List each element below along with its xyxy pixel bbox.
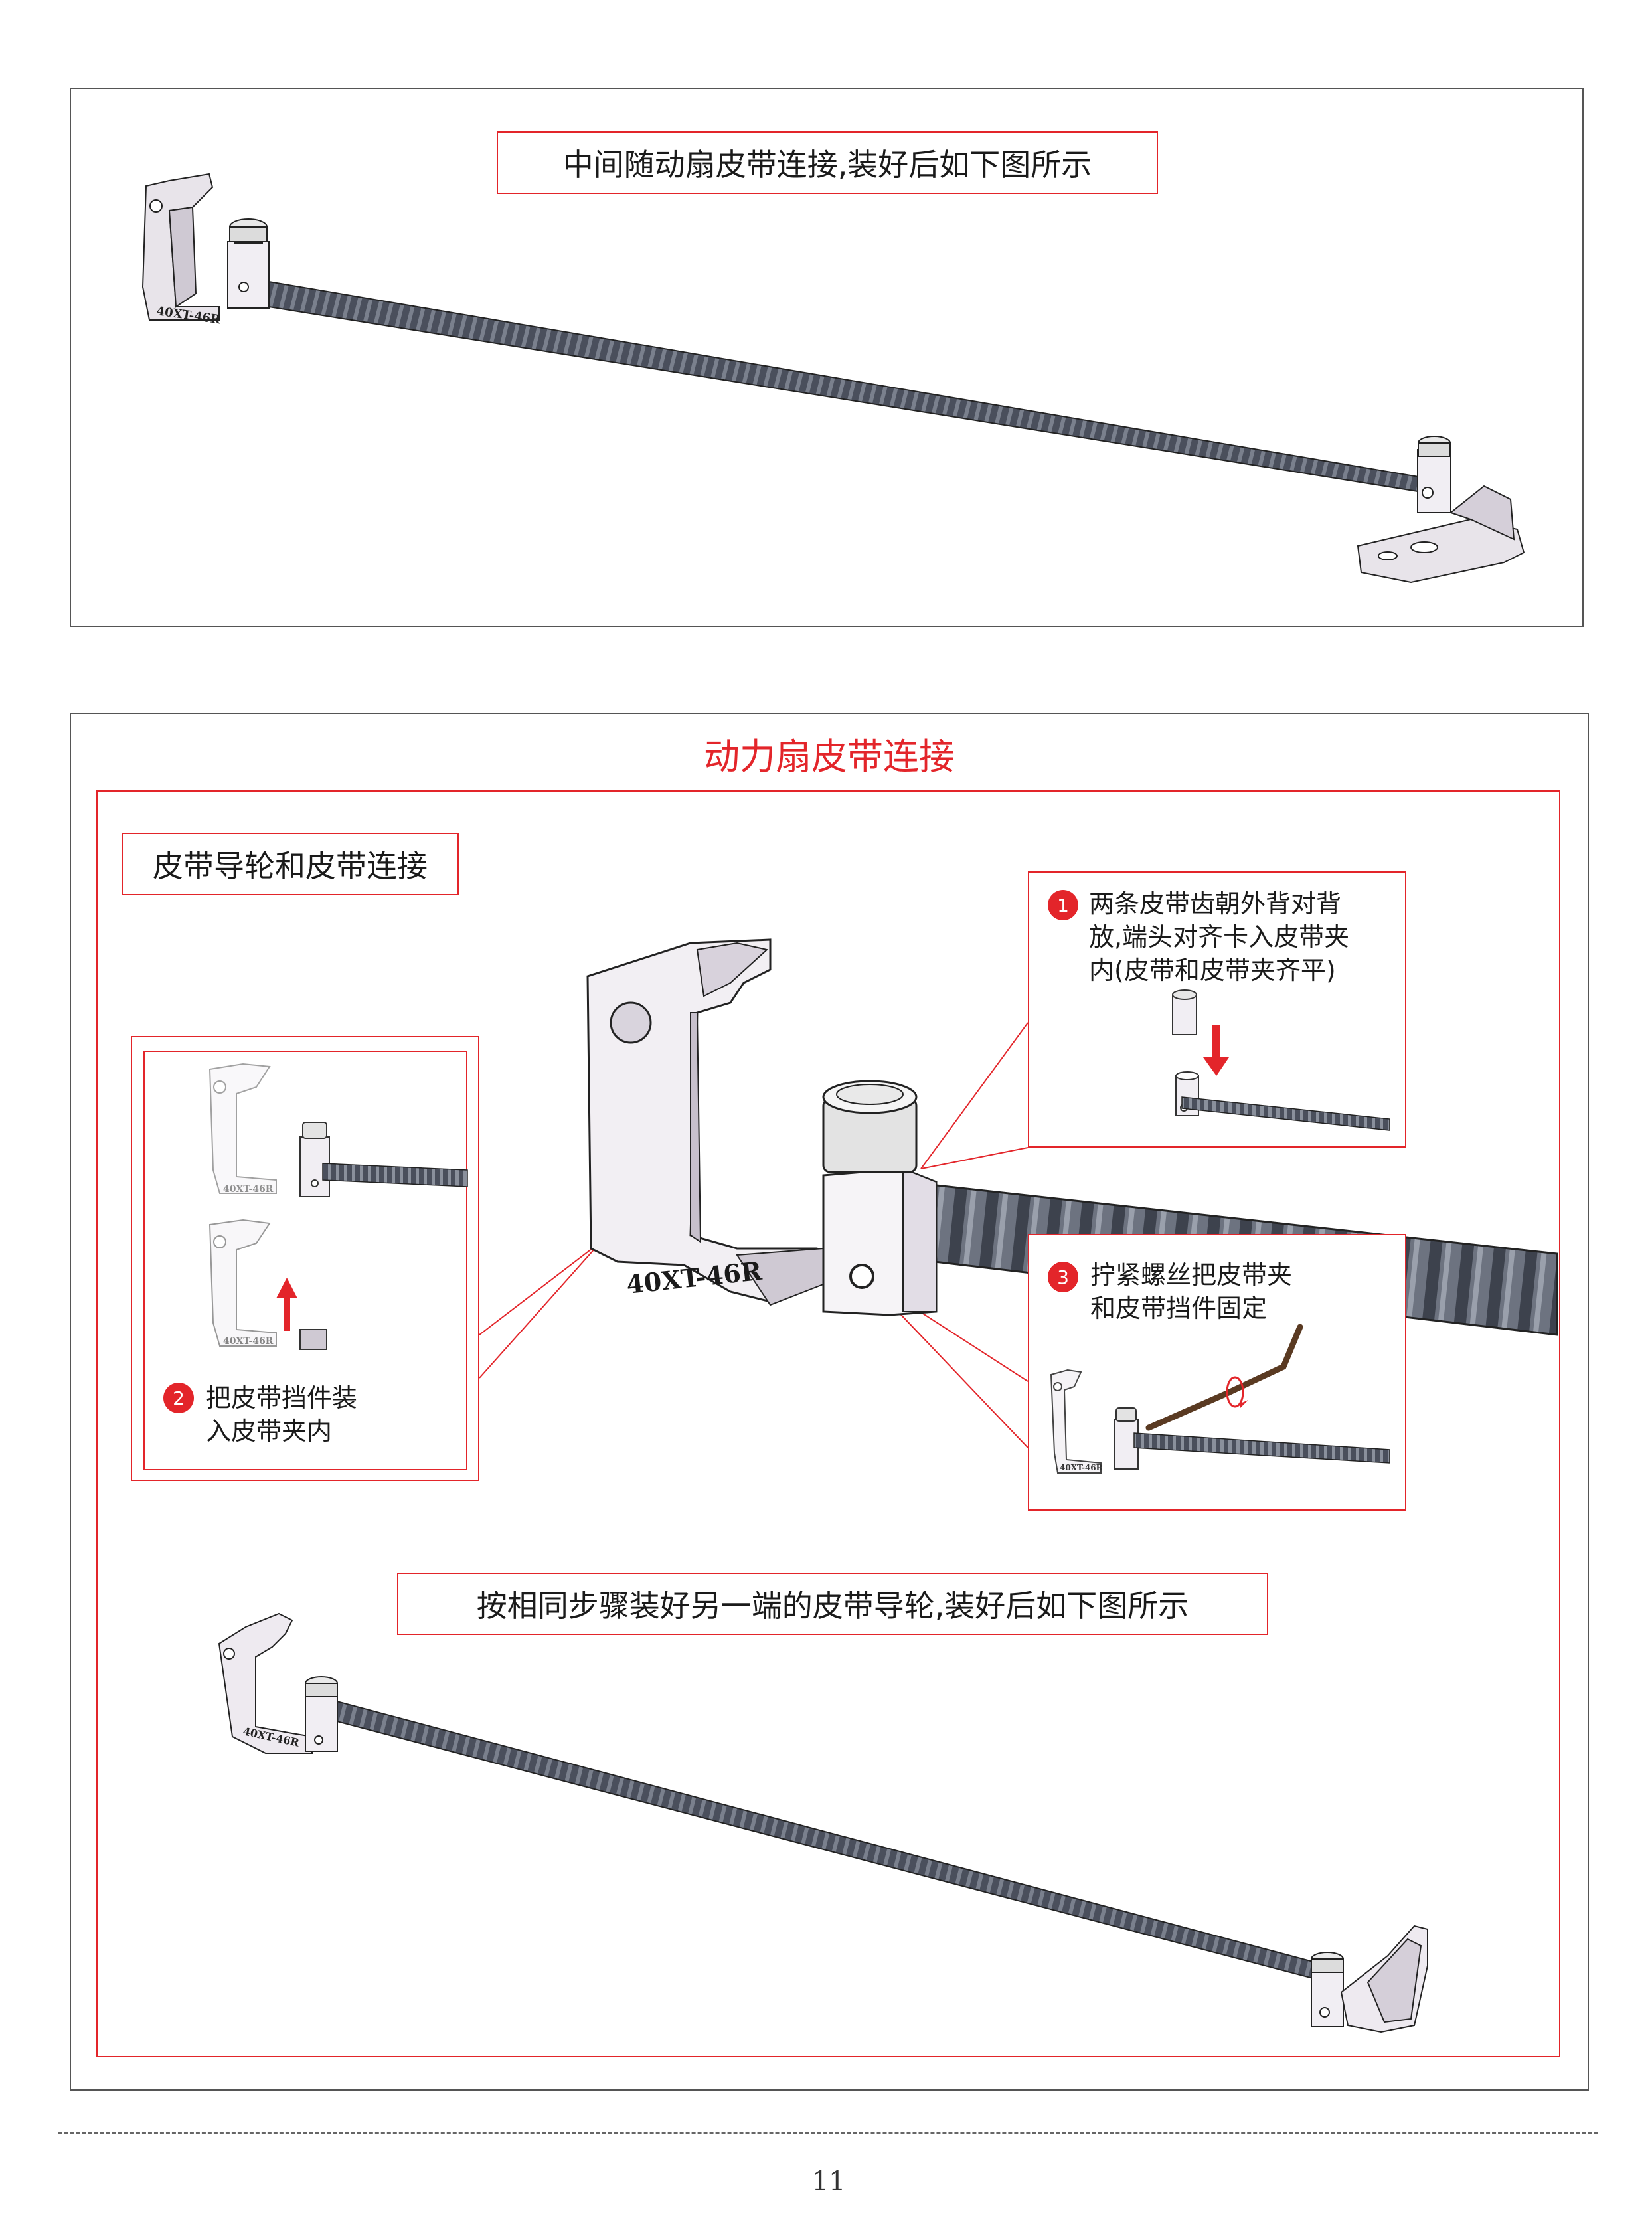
step2-illustration: 40XT-46R 40XT-46R bbox=[208, 1063, 468, 1350]
step2-code-2: 40XT-46R bbox=[223, 1336, 274, 1347]
step3-text: 拧紧螺丝把皮带夹 和皮带挡件固定 bbox=[1090, 1260, 1293, 1323]
step2-code-1: 40XT-46R bbox=[223, 1184, 274, 1195]
step1-text: 两条皮带齿朝外背对背 放,端头对齐卡入皮带夹 内(皮带和皮带夹齐平) bbox=[1089, 889, 1350, 985]
step1-number: 1 bbox=[1048, 890, 1078, 920]
step3-belt bbox=[1133, 1432, 1390, 1464]
step2-inner-box bbox=[143, 1051, 467, 1470]
step3-illustration: 40XT-46R bbox=[1050, 1324, 1390, 1474]
bottom-belt bbox=[331, 1699, 1329, 1984]
bottom-right-guide-wheel bbox=[1311, 1925, 1428, 2033]
main-subtitle: 皮带导轮和皮带连接 bbox=[122, 833, 459, 895]
step1-down-arrow bbox=[1203, 1057, 1229, 1076]
top-belt-assembly-illustration: 40XT-46R bbox=[141, 173, 1525, 584]
top-caption: 中间随动扇皮带连接,装好后如下图所示 bbox=[497, 131, 1158, 194]
step3-part-code: 40XT-46R bbox=[1060, 1463, 1104, 1472]
connector-step2 bbox=[479, 1241, 602, 1335]
step3-number: 3 bbox=[1048, 1262, 1078, 1292]
step3-hex-key bbox=[1145, 1324, 1303, 1431]
top-right-guide-wheel bbox=[1357, 436, 1525, 584]
main-panel-title: 动力扇皮带连接 bbox=[704, 736, 955, 778]
step2-number: 2 bbox=[163, 1383, 194, 1413]
step3-rotate-arrow bbox=[1226, 1376, 1244, 1408]
bottom-caption: 按相同步骤装好另一端的皮带导轮,装好后如下图所示 bbox=[397, 1573, 1268, 1635]
bottom-left-guide-wheel: 40XT-46R bbox=[218, 1612, 338, 1754]
footer-divider bbox=[58, 2132, 1598, 2134]
step2-up-arrow bbox=[276, 1278, 297, 1298]
main-large-guide-wheel: 40XT-46R bbox=[586, 938, 938, 1316]
connector-step1 bbox=[920, 1022, 1029, 1169]
step2-belt bbox=[322, 1163, 468, 1187]
step1-illustration bbox=[1172, 989, 1390, 1131]
page-number: 11 bbox=[811, 2166, 846, 2197]
step2-text: 把皮带挡件装 入皮带夹内 bbox=[206, 1383, 358, 1446]
step1-belt bbox=[1181, 1096, 1390, 1131]
